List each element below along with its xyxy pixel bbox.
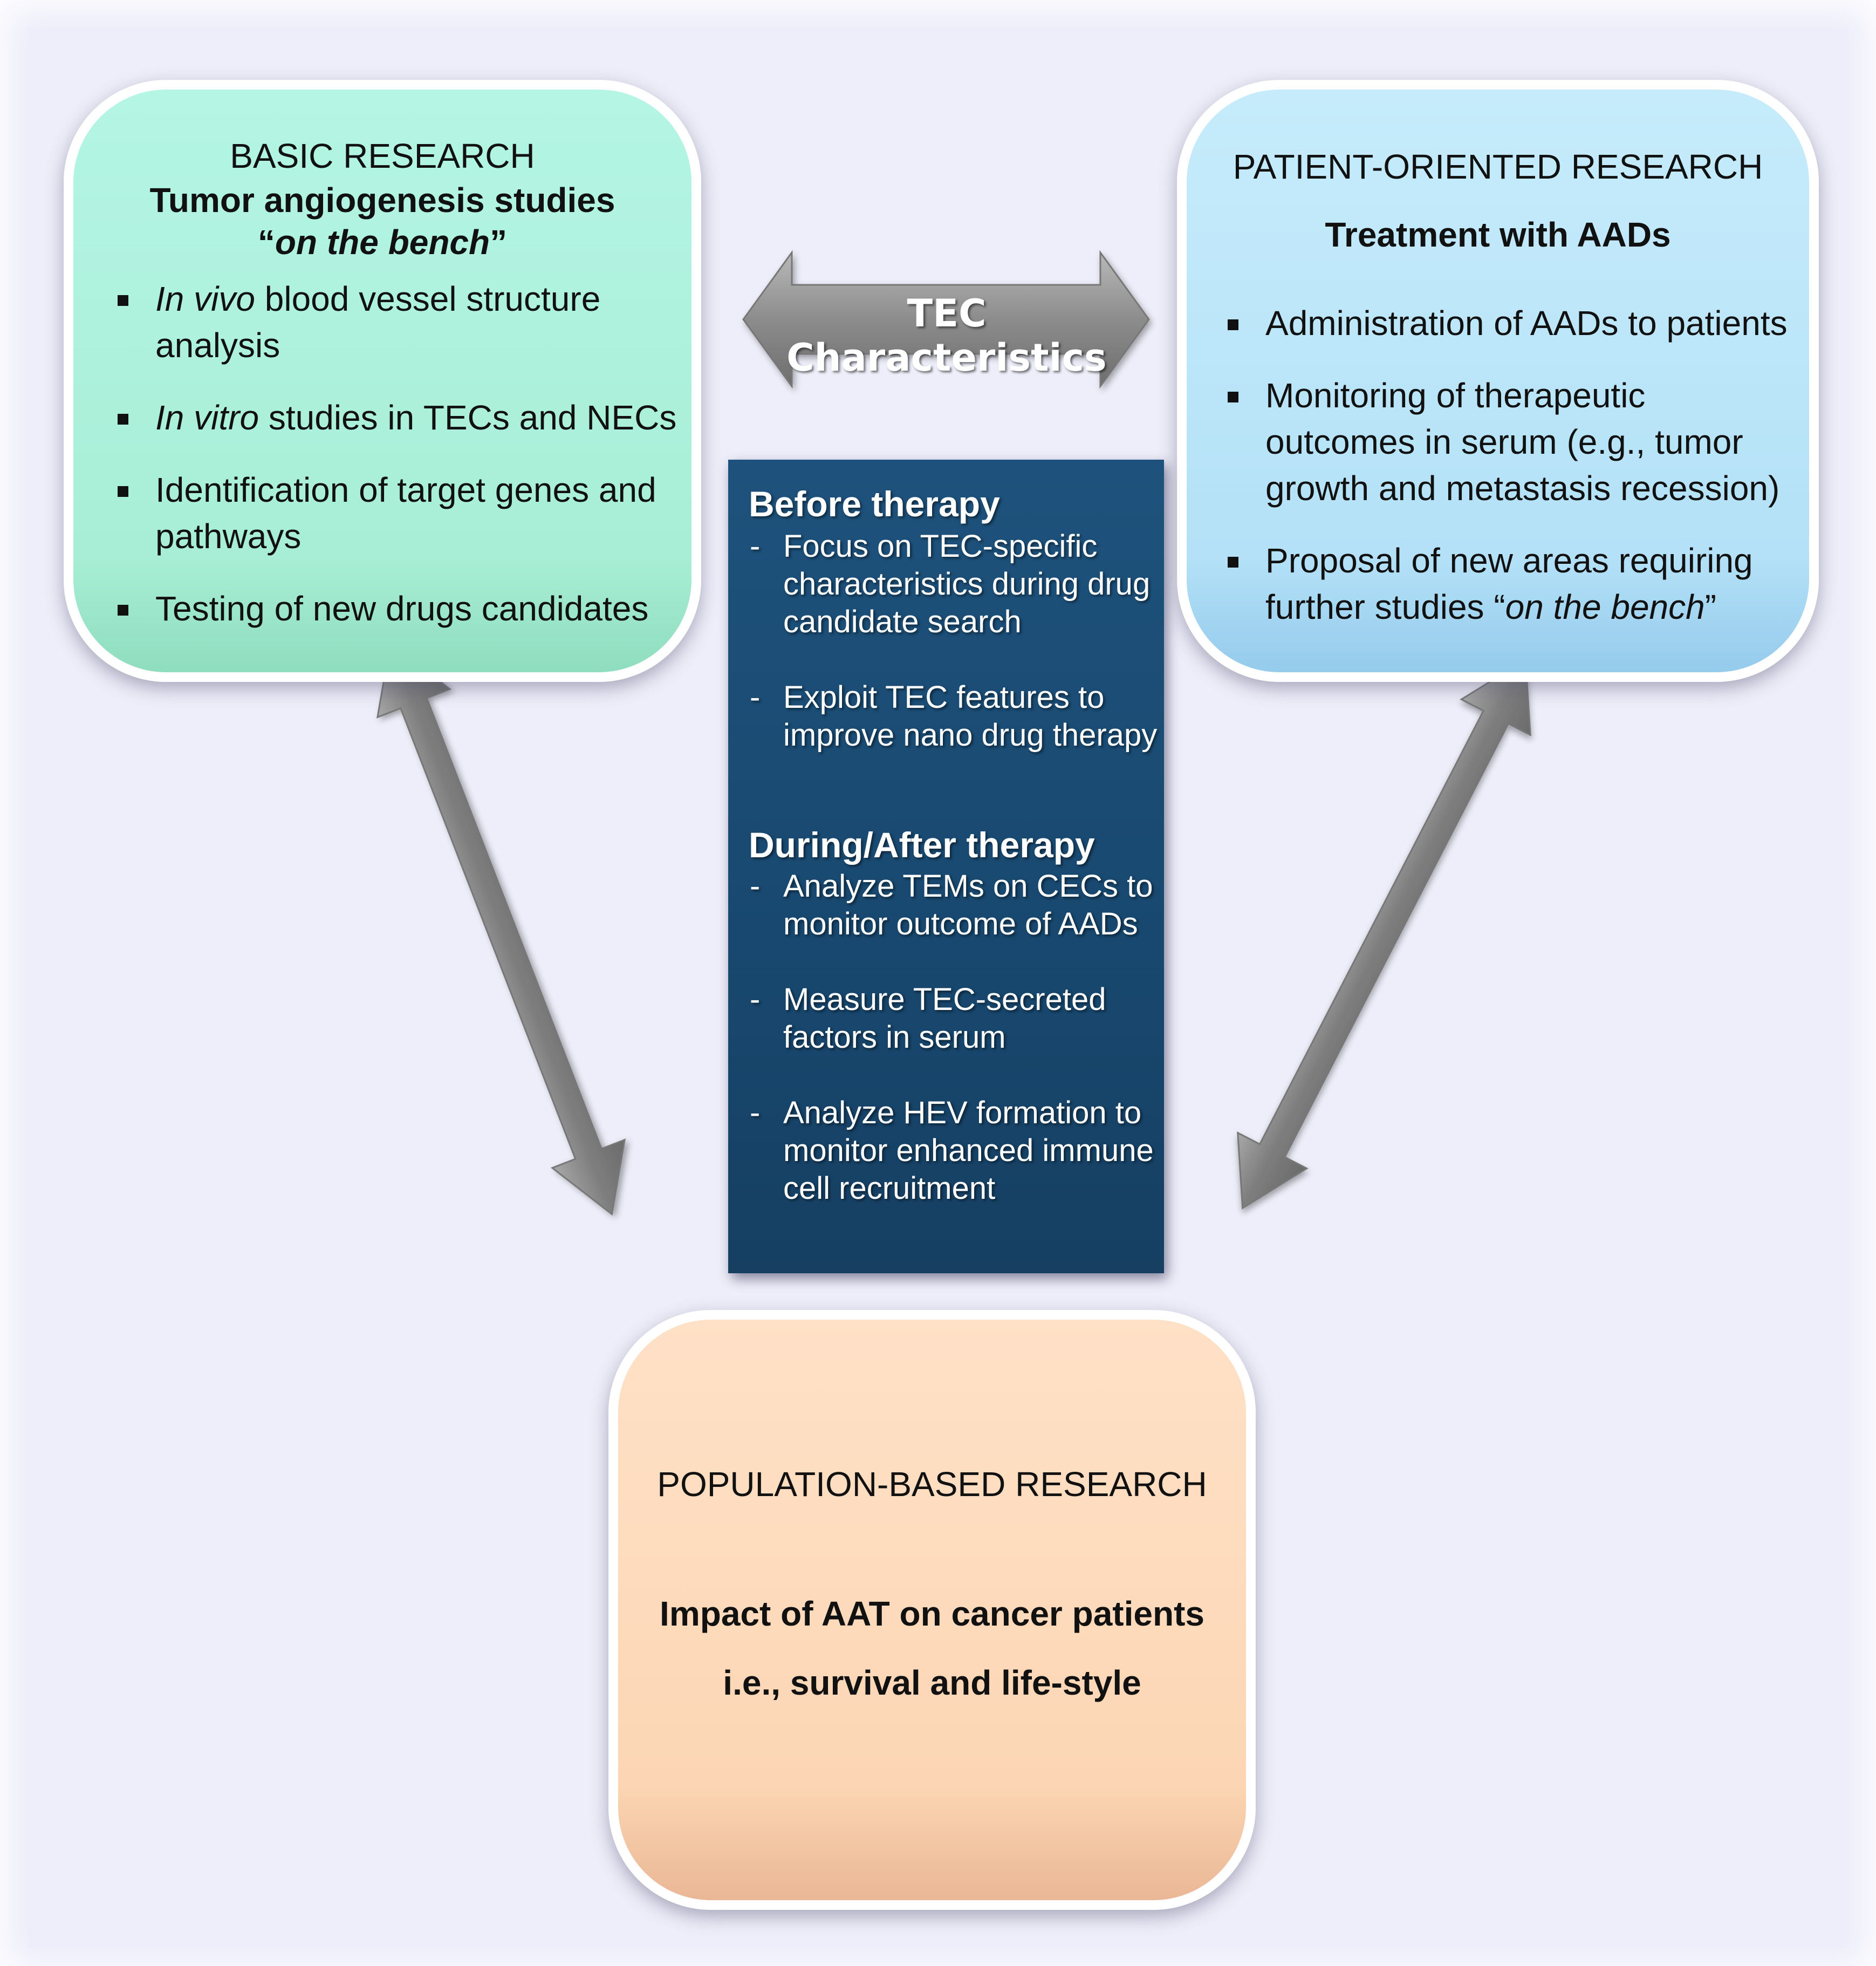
list-item: Exploit TEC features to improve nano dru… [749,679,1159,754]
list-item: Testing of new drugs candidates [108,585,680,632]
patient-research-list: Administration of AADs to patients Monit… [1218,300,1790,656]
basic-research-list: In vivo blood vessel structure analysis … [108,276,680,658]
patient-oriented-research-fill [1187,90,1809,672]
population-research-heading: POPULATION-BASED RESEARCH [657,1465,1207,1504]
patient-oriented-research-box: PATIENT-ORIENTED RESEARCH Treatment with… [1177,80,1819,682]
list-item: In vivo blood vessel structure analysis [108,276,680,368]
basic-research-title: Tumor angiogenesis studies [149,181,615,220]
population-research-line2: i.e., survival and life-style [723,1663,1141,1702]
list-item: Analyze HEV formation to monitor enhance… [749,1094,1159,1207]
list-item: Focus on TEC-specific characteristics du… [749,528,1159,641]
list-item: Measure TEC-secreted factors in serum [749,981,1159,1056]
tec-characteristics-label: TEC Characteristics [786,291,1107,380]
list-item: Proposal of new areas requiring further … [1218,537,1790,630]
basic-research-subtitle: “on the bench” [257,223,508,262]
population-research-line1: Impact of AAT on cancer patients [660,1594,1204,1633]
population-based-research-fill [618,1320,1246,1900]
basic-population-arrow [376,641,626,1216]
patient-research-heading: PATIENT-ORIENTED RESEARCH [1233,147,1763,186]
patient-population-arrow [1237,658,1531,1210]
tec-characteristics-arrow [742,250,1150,389]
basic-research-box: BASIC RESEARCH Tumor angiogenesis studie… [64,80,701,682]
patient-research-title: Treatment with AADs [1325,215,1671,254]
during-after-therapy-list: Analyze TEMs on CECs to monitor outcome … [749,868,1159,1245]
list-item: Monitoring of therapeutic outcomes in se… [1218,372,1790,511]
before-therapy-list: Focus on TEC-specific characteristics du… [749,528,1159,792]
before-therapy-heading: Before therapy [749,484,1000,524]
list-item: Identification of target genes and pathw… [108,467,680,559]
basic-research-heading: BASIC RESEARCH [230,136,535,175]
basic-research-fill [73,90,691,672]
list-item: In vitro studies in TECs and NECs [108,394,680,441]
during-after-therapy-heading: During/After therapy [749,825,1095,865]
tec-characteristics-panel: Before therapy Focus on TEC-specific cha… [728,460,1164,1273]
list-item: Administration of AADs to patients [1218,300,1790,346]
list-item: Analyze TEMs on CECs to monitor outcome … [749,868,1159,943]
population-based-research-box: POPULATION-BASED RESEARCH Impact of AAT … [608,1310,1256,1910]
